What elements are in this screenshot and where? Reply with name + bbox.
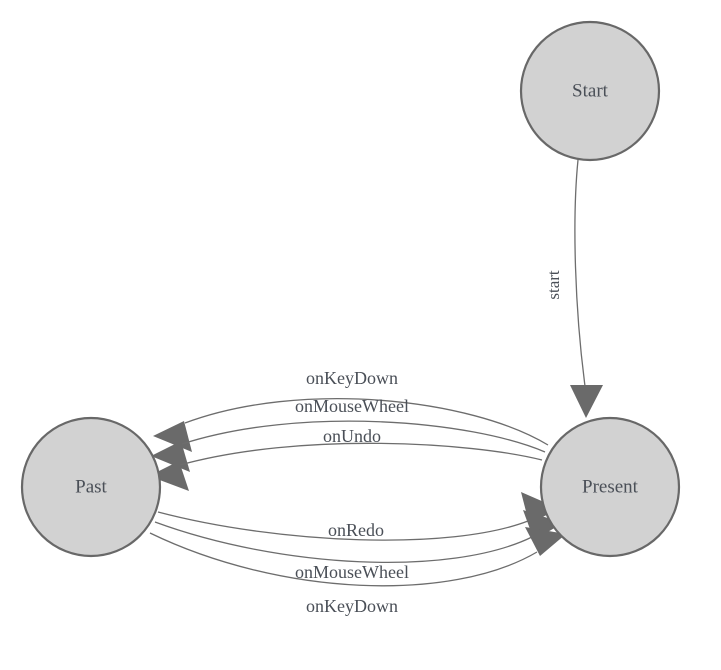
edge-start-to-present[interactable]: start xyxy=(544,159,603,418)
edge-label-keydown-up: onKeyDown xyxy=(306,368,398,388)
node-past-circle xyxy=(20,416,162,558)
node-present-label: Present xyxy=(582,476,639,497)
node-start-label: Start xyxy=(572,80,609,101)
arrowhead-undo xyxy=(149,461,189,491)
edge-past-to-present-keydown[interactable]: onKeyDown xyxy=(149,527,566,616)
edge-path-start xyxy=(574,159,586,387)
edge-past-to-present-redo[interactable]: onRedo xyxy=(157,492,560,541)
edge-path-wheel-dn xyxy=(154,521,533,563)
edge-label-wheel-dn: onMouseWheel xyxy=(295,562,409,582)
node-past-label: Past xyxy=(75,476,107,497)
edge-path-wheel-up xyxy=(181,420,546,453)
edge-label-redo: onRedo xyxy=(328,520,384,540)
edge-present-to-past-undo[interactable]: onUndo xyxy=(149,426,543,491)
node-start-circle xyxy=(519,20,661,162)
node-present[interactable]: Present xyxy=(539,416,681,558)
node-start[interactable]: Start xyxy=(519,20,661,162)
edge-path-undo xyxy=(179,442,543,466)
edge-label-wheel-up: onMouseWheel xyxy=(295,396,409,416)
edge-path-redo xyxy=(157,511,529,541)
arrowhead-wheel-up xyxy=(151,441,190,472)
node-past[interactable]: Past xyxy=(20,416,162,558)
edge-label-start: start xyxy=(544,270,563,300)
node-present-circle xyxy=(539,416,681,558)
edge-path-keydown-dn xyxy=(149,532,538,587)
arrowhead-keydown-dn xyxy=(525,527,566,556)
edge-present-to-past-mousewheel[interactable]: onMouseWheel xyxy=(151,396,546,472)
arrowhead-start xyxy=(570,385,603,418)
edge-label-undo: onUndo xyxy=(323,426,381,446)
edge-path-keydown-up xyxy=(184,397,549,446)
edge-label-keydown-dn: onKeyDown xyxy=(306,596,398,616)
